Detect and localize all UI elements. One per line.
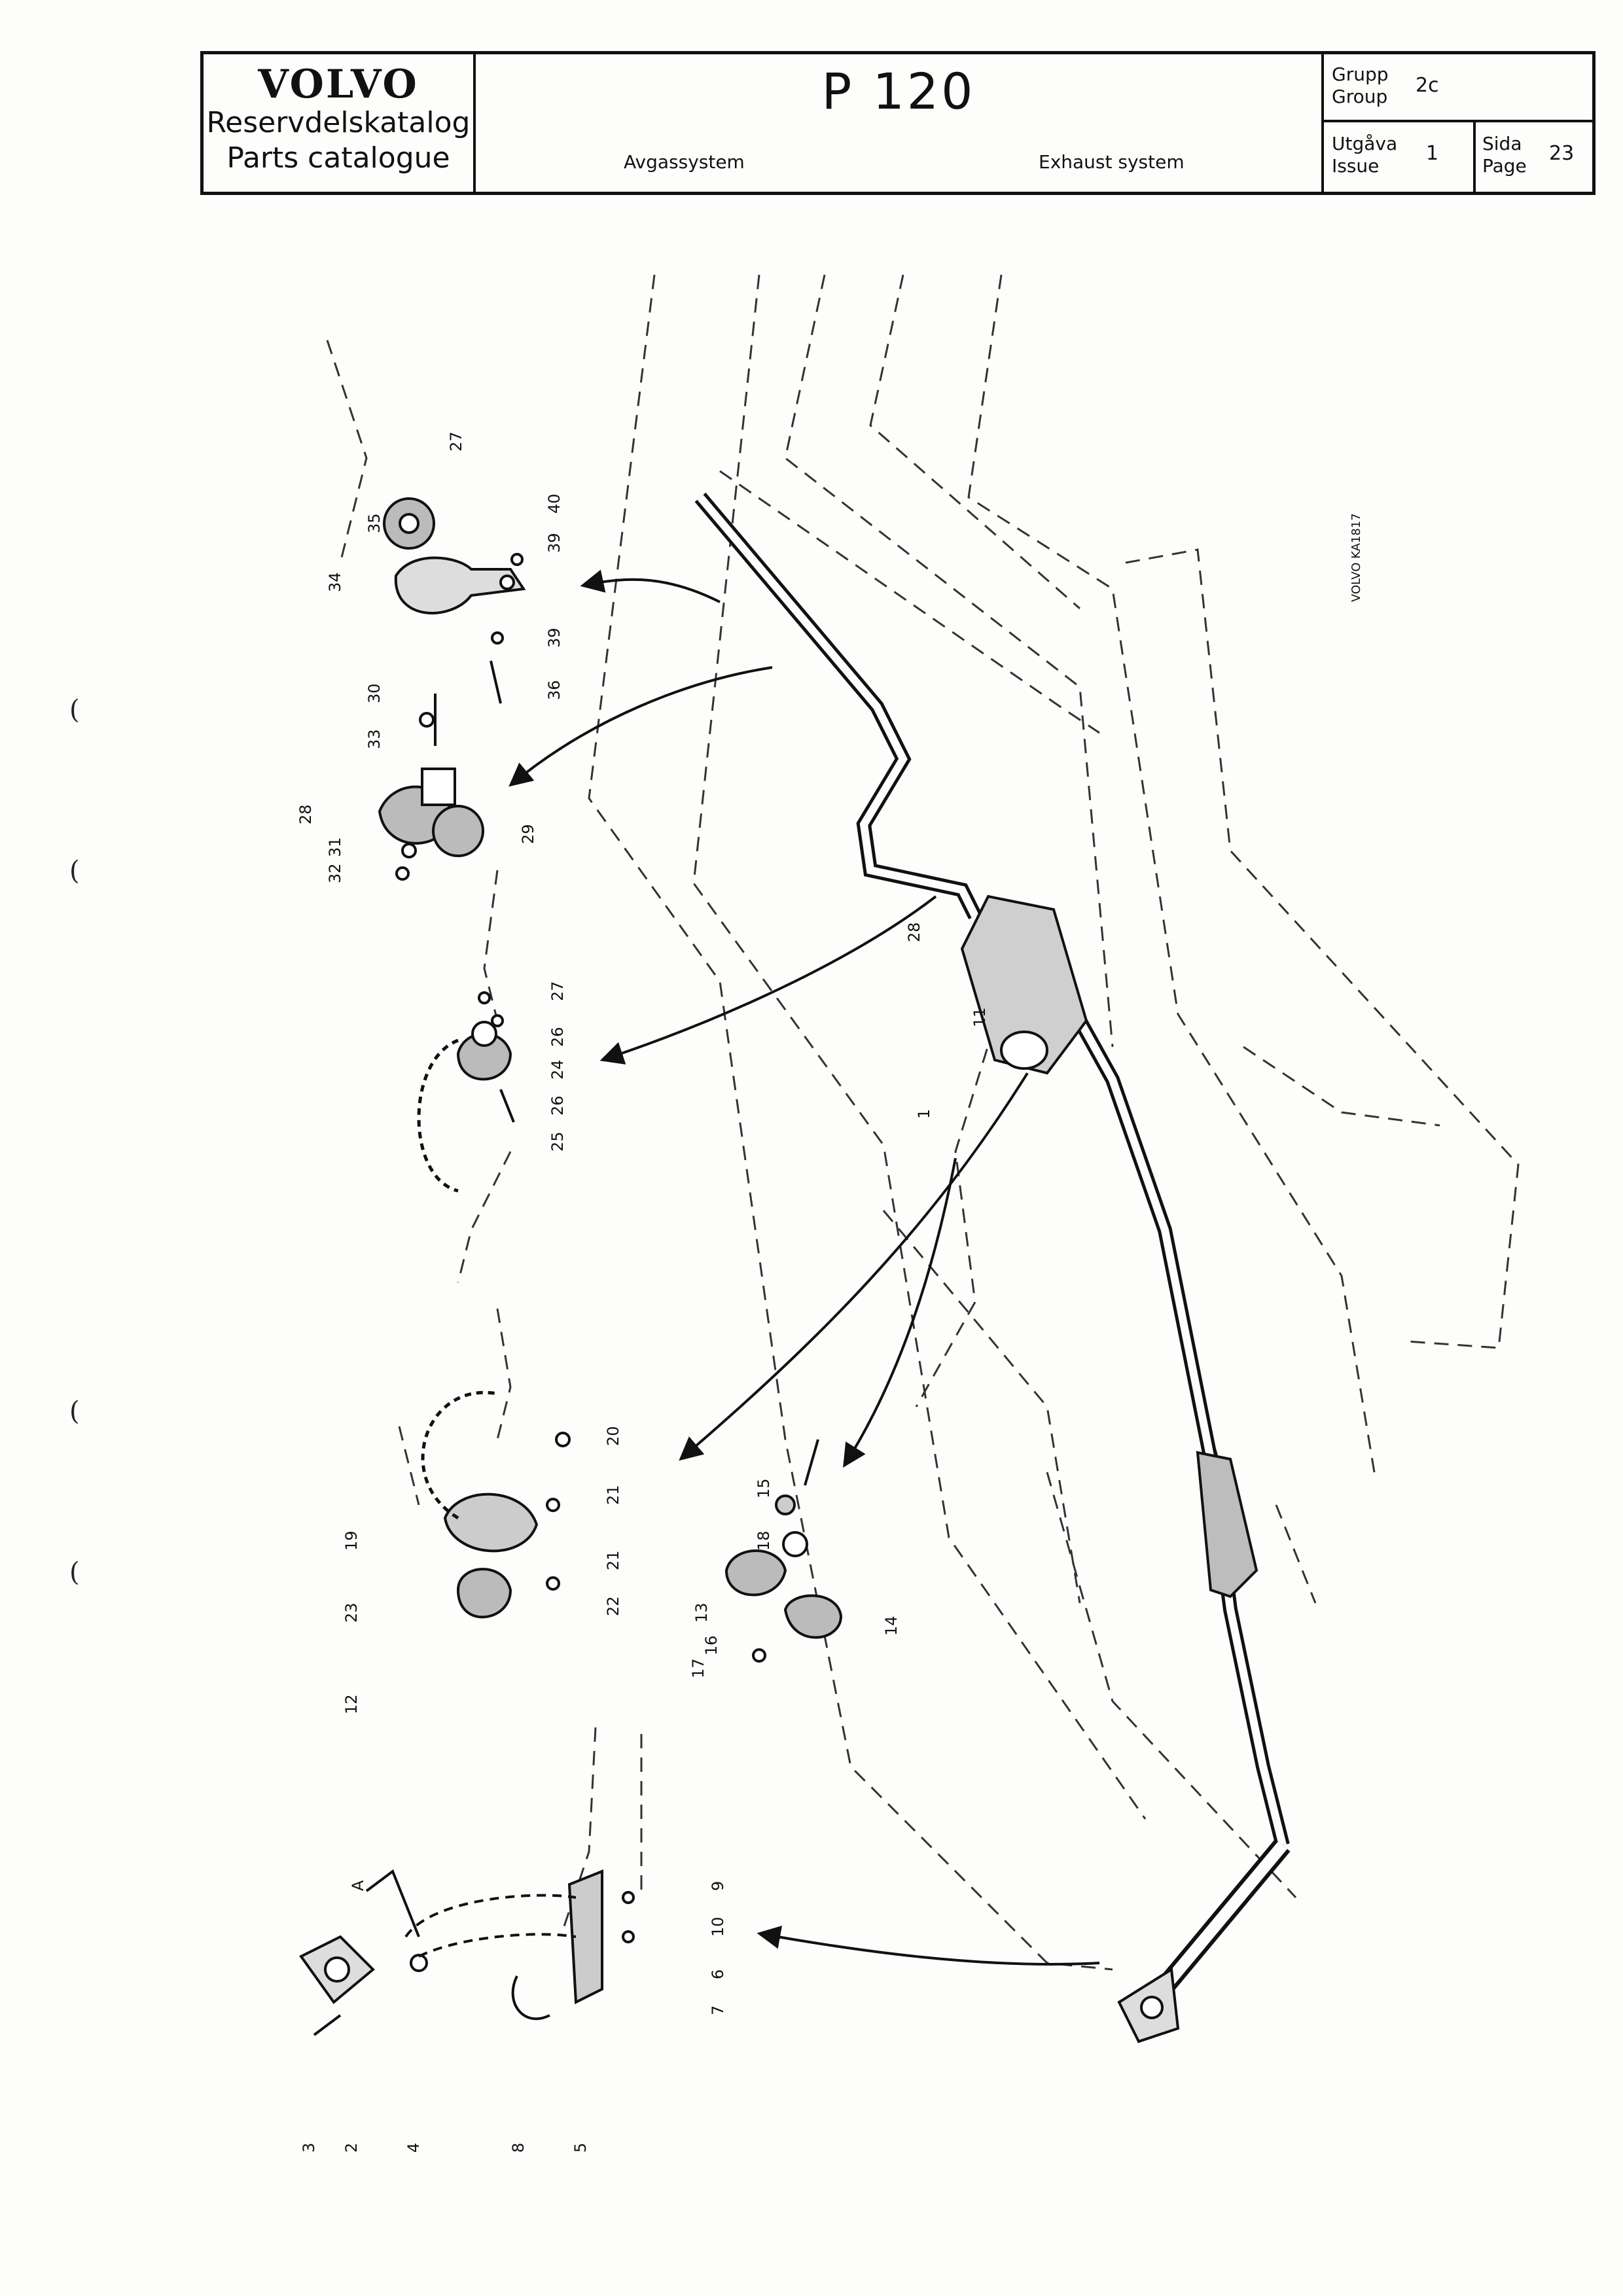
- part-number-labels: 27 35 34 40 39 39 36 30 33 28 31 32 29 2…: [296, 431, 1363, 2153]
- part-number-label: 35: [365, 513, 383, 533]
- muffler: [960, 894, 1258, 2043]
- rear-hanger-detail: [378, 497, 526, 881]
- subtitle-sv: Avgassystem: [624, 151, 745, 173]
- part-number-label: 14: [882, 1616, 901, 1636]
- part-number-label: 40: [545, 493, 563, 514]
- title-cell: P 120 Avgassystem Exhaust system: [476, 54, 1324, 192]
- part-number-label: 3: [300, 2143, 318, 2153]
- front-hanger-detail: [417, 991, 515, 1193]
- page-label-en: Page: [1482, 155, 1527, 177]
- group-label-en: Group: [1332, 86, 1388, 107]
- part-number-label: 32: [326, 863, 344, 883]
- catalog-title-en: Parts catalogue: [226, 141, 450, 175]
- part-number-label: 9: [709, 1881, 727, 1891]
- part-number-label: 27: [447, 431, 465, 451]
- drawing-reference-code: VOLVO KA1817: [1349, 513, 1363, 602]
- part-number-label: 7: [709, 2005, 727, 2015]
- model-name: P 120: [821, 62, 976, 120]
- issue-cell: Utgåva Issue 1: [1324, 122, 1476, 192]
- part-number-label: 29: [519, 824, 537, 844]
- part-number-label: 4: [404, 2143, 423, 2153]
- part-number-label: 31: [326, 837, 344, 857]
- manifold-flange-detail: [299, 1869, 635, 2036]
- part-number-label: 39: [545, 533, 563, 553]
- binder-hole-mark: (: [69, 695, 80, 725]
- part-number-label: 10: [709, 1916, 727, 1937]
- page-cell: Sida Page 23: [1476, 122, 1592, 192]
- issue-label-sv: Utgåva: [1332, 133, 1398, 154]
- exhaust-pipe-assembly: [694, 492, 1291, 2009]
- part-number-label: 11: [971, 1007, 989, 1027]
- page-label-sv: Sida: [1482, 133, 1522, 154]
- center-hanger-detail: [421, 1390, 843, 1663]
- brand-logo: VOLVO: [258, 62, 419, 107]
- group-label-sv: Grupp: [1332, 63, 1389, 85]
- binder-hole-mark: (: [69, 1557, 80, 1587]
- page-value: 23: [1549, 142, 1575, 165]
- part-number-label: 1: [915, 1109, 933, 1119]
- part-number-label: 21: [604, 1550, 622, 1570]
- header-table: VOLVO Reservdelskatalog Parts catalogue …: [200, 51, 1596, 195]
- part-number-label: 15: [755, 1478, 773, 1498]
- group-value: 2c: [1416, 74, 1439, 97]
- part-number-label: 25: [548, 1131, 567, 1152]
- part-number-label: 26: [548, 1095, 567, 1116]
- part-number-label: 36: [545, 680, 563, 700]
- part-number-label: 30: [365, 683, 383, 703]
- part-number-label: 20: [604, 1426, 622, 1446]
- part-number-label: 28: [905, 922, 923, 942]
- part-number-label: 28: [296, 804, 315, 824]
- part-number-label: 17: [689, 1658, 707, 1678]
- part-number-label: 27: [548, 981, 567, 1001]
- part-number-label: 39: [545, 627, 563, 648]
- part-number-label: 23: [342, 1602, 361, 1623]
- binder-hole-mark: (: [69, 856, 80, 886]
- subtitle-en: Exhaust system: [1039, 151, 1185, 173]
- part-number-label: 12: [342, 1694, 361, 1714]
- part-number-label: 13: [692, 1602, 711, 1623]
- issue-label-en: Issue: [1332, 155, 1380, 177]
- issue-value: 1: [1426, 142, 1439, 165]
- part-number-label: 5: [571, 2143, 590, 2153]
- part-number-label: 26: [548, 1027, 567, 1047]
- group-cell: Grupp Group 2c: [1324, 54, 1592, 122]
- detail-letter: A: [349, 1880, 367, 1891]
- catalog-title-sv: Reservdelskatalog: [206, 106, 471, 139]
- part-number-label: 22: [604, 1596, 622, 1616]
- part-number-label: 2: [342, 2143, 361, 2153]
- part-number-label: 16: [702, 1635, 721, 1655]
- part-number-label: 18: [755, 1530, 773, 1551]
- part-number-label: 33: [365, 729, 383, 749]
- part-number-label: 6: [709, 1969, 727, 1979]
- part-number-label: 21: [604, 1485, 622, 1505]
- car-body-outline: [326, 274, 1520, 1971]
- part-number-label: 24: [548, 1059, 567, 1080]
- exhaust-system-diagram: 27 35 34 40 39 39 36 30 33 28 31 32 29 2…: [296, 274, 1520, 2153]
- part-number-label: 19: [342, 1530, 361, 1551]
- part-number-label: 34: [326, 572, 344, 592]
- detail-arrows: [508, 569, 1100, 1966]
- binder-hole-mark: (: [69, 1396, 80, 1426]
- part-number-label: 8: [509, 2143, 527, 2153]
- brand-cell: VOLVO Reservdelskatalog Parts catalogue: [204, 54, 476, 192]
